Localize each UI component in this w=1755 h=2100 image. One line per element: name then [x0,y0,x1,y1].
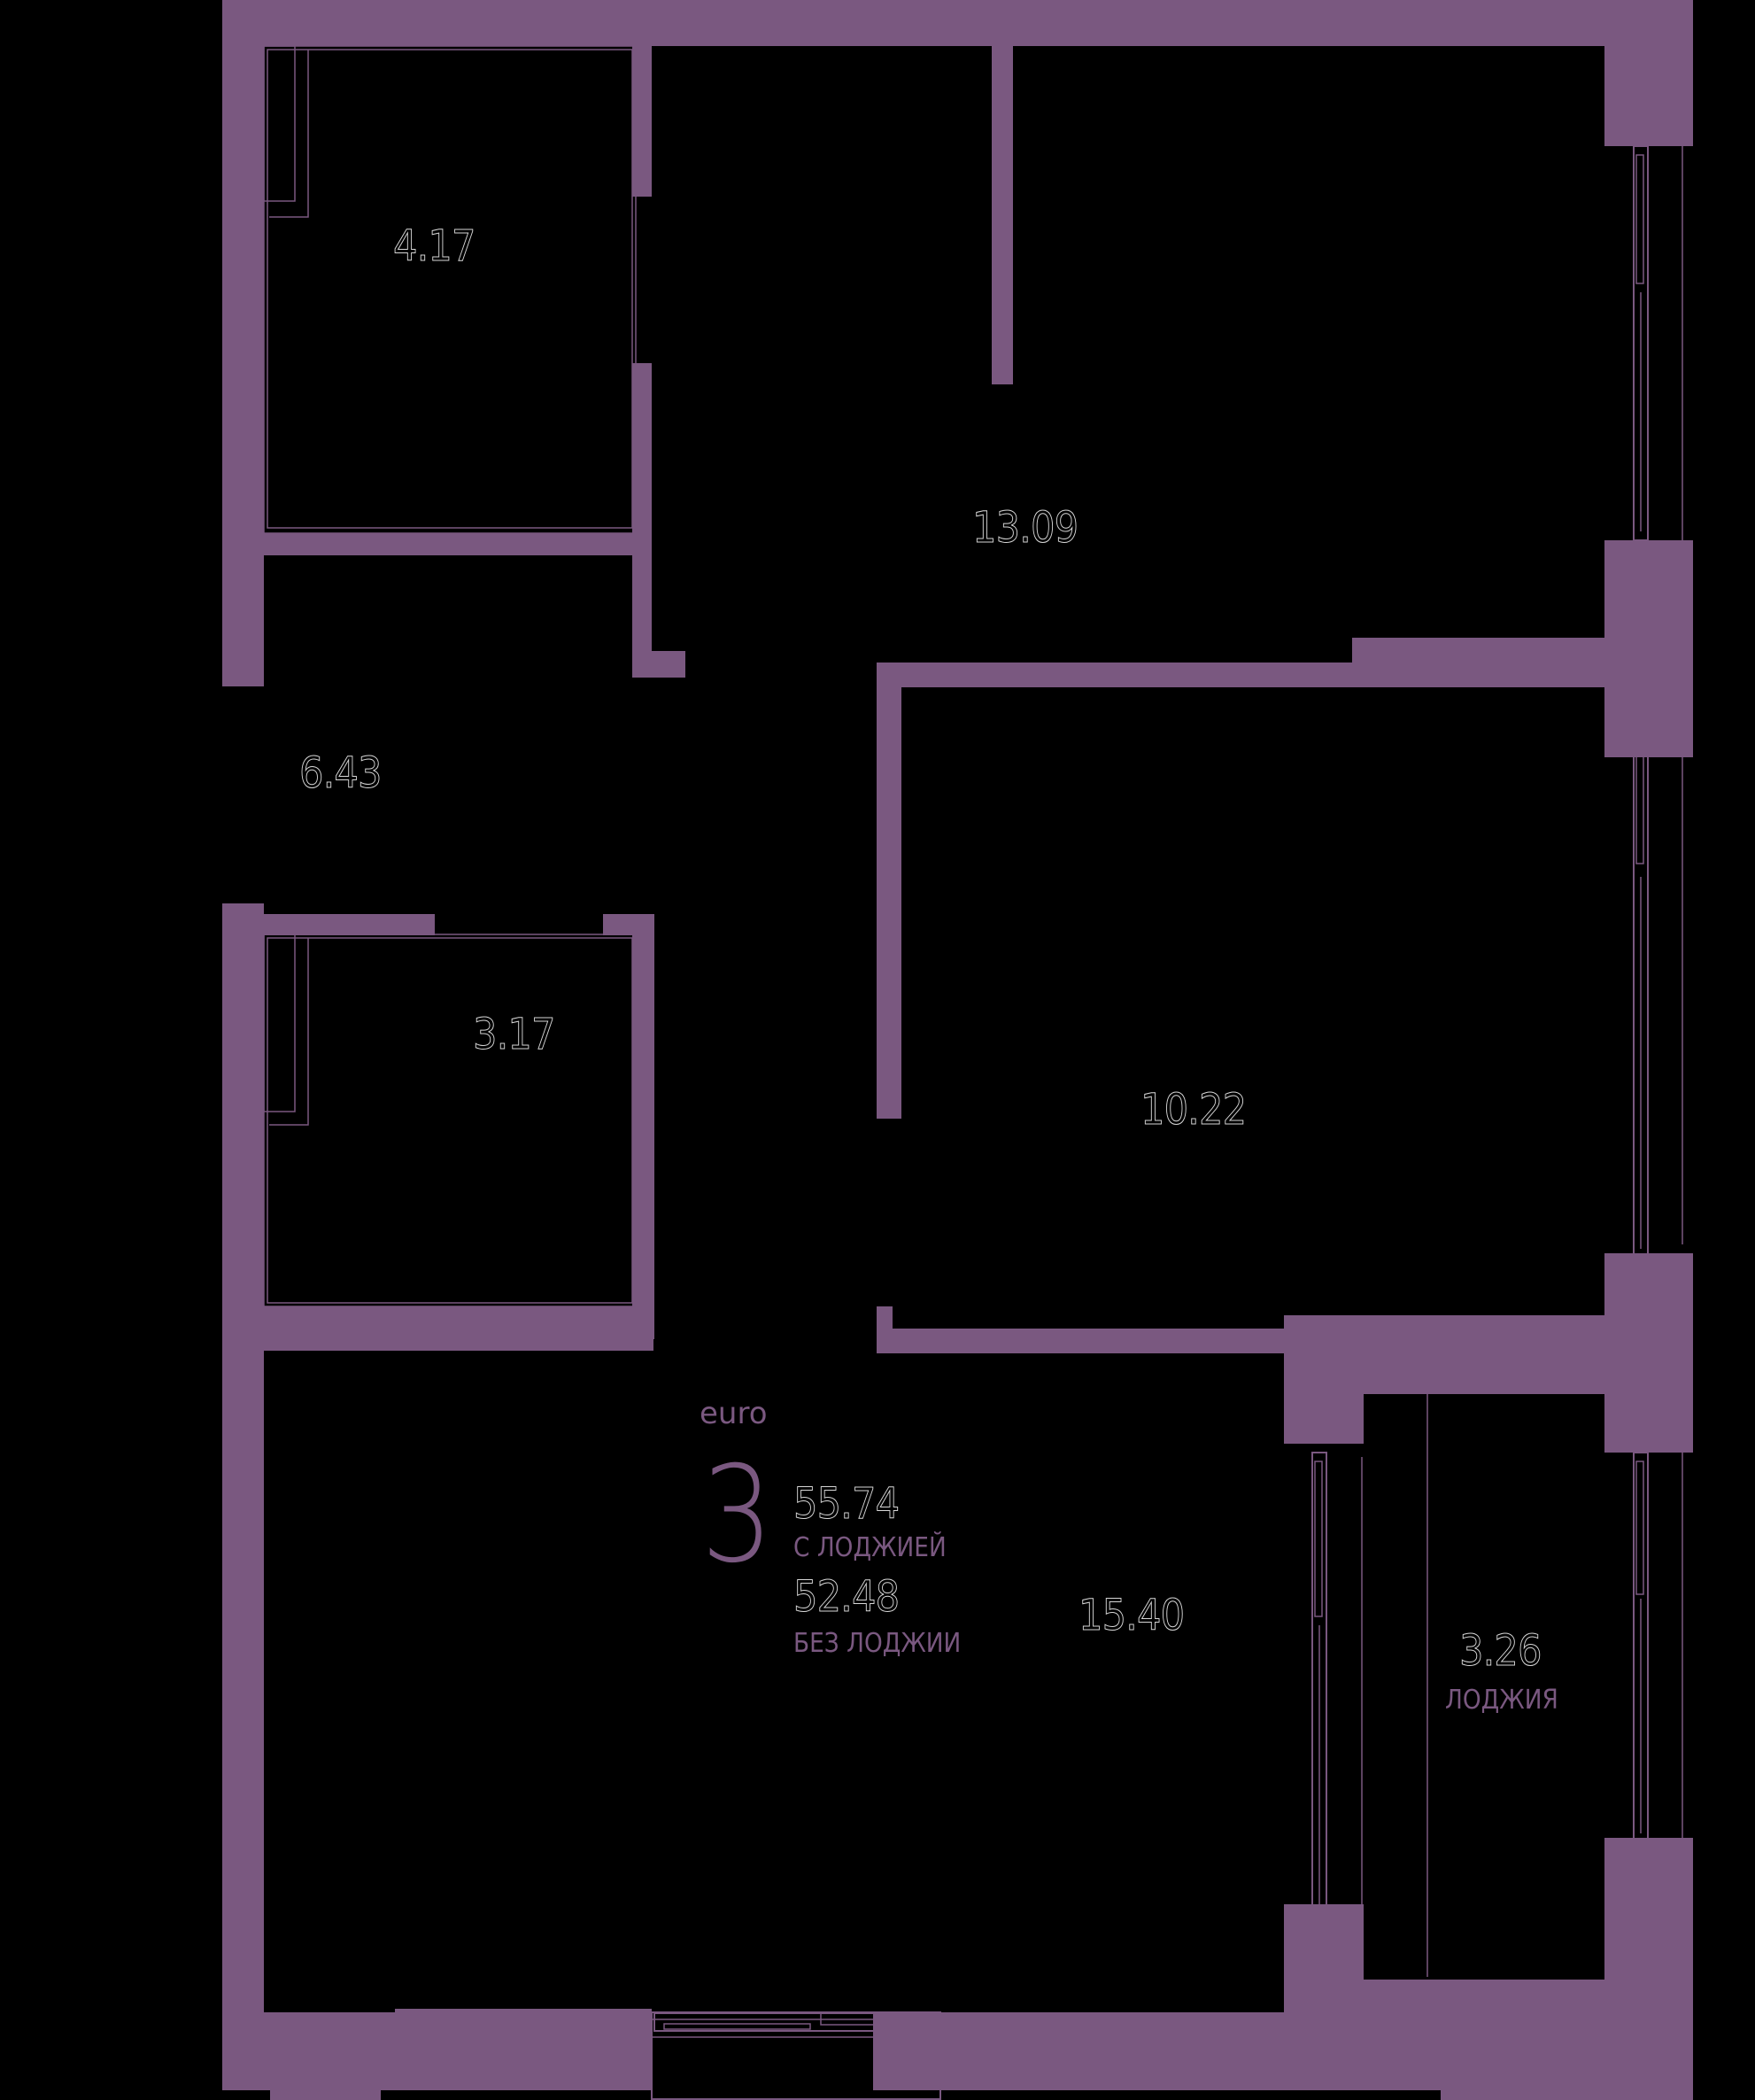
room-area-bedroom-top: 13.09 [972,503,1079,554]
rooms-count: 3 [701,1438,774,1592]
apartment-type-label: euro [700,1396,768,1431]
interior-walls [264,46,1604,2015]
room-area-bathroom-top: 4.17 [393,221,476,272]
area-with-loggia-label: С ЛОДЖИЕЙ [793,1532,947,1563]
room-area-bathroom-bottom: 3.17 [473,1010,556,1060]
room-area-hallway: 6.43 [299,748,383,799]
outer-walls [222,0,1693,2100]
area-without-loggia-label: БЕЗ ЛОДЖИИ [793,1628,962,1659]
room-area-loggia: 3.26 [1459,1626,1542,1677]
area-without-loggia: 52.48 [793,1572,901,1623]
room-area-bedroom-middle: 10.22 [1140,1085,1248,1135]
room-label-loggia: ЛОДЖИЯ [1445,1685,1558,1716]
room-area-living-kitchen: 15.40 [1079,1591,1186,1641]
fixtures [263,45,1683,2100]
area-with-loggia: 55.74 [793,1479,901,1530]
